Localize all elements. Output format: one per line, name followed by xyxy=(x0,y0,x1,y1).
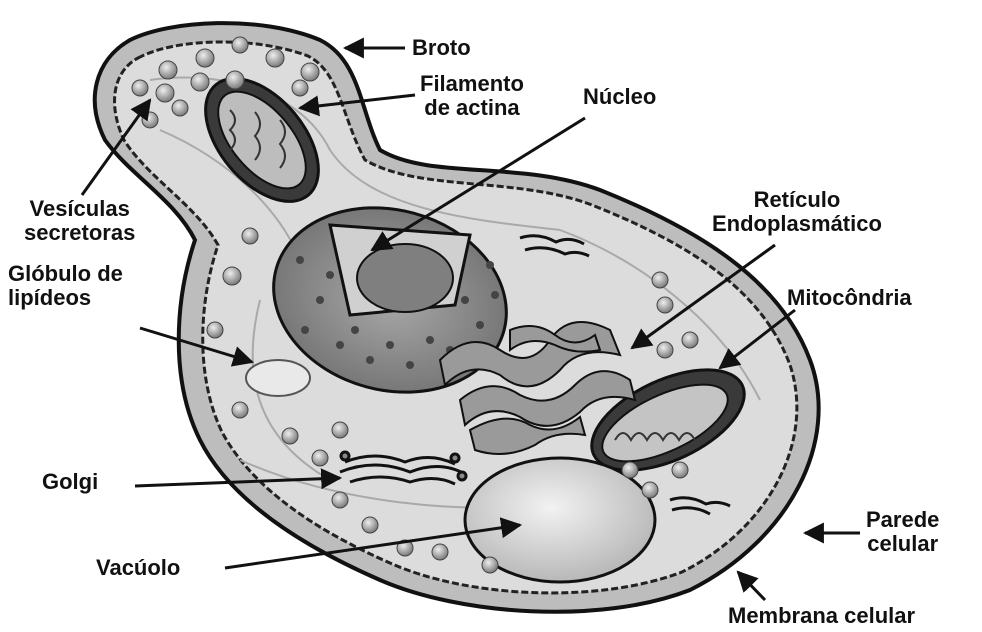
label-filamento-de-actina: Filamento de actina xyxy=(420,72,524,120)
label-nucleo: Núcleo xyxy=(583,85,656,109)
label-parede-celular: Parede celular xyxy=(866,508,939,556)
label-golgi: Golgi xyxy=(42,470,98,494)
label-vacuolo: Vacúolo xyxy=(96,556,180,580)
arrow-membrana xyxy=(738,572,765,600)
label-reticulo-endoplasmatico: Retículo Endoplasmático xyxy=(712,188,882,236)
label-mitocondria: Mitocôndria xyxy=(787,286,912,310)
label-membrana-celular: Membrana celular xyxy=(728,604,915,628)
label-vesiculas-secretoras: Vesículas secretoras xyxy=(24,197,135,245)
label-broto: Broto xyxy=(412,36,471,60)
lipid-globule xyxy=(246,360,310,396)
label-globulo-de-lipideos: Glóbulo de lipídeos xyxy=(8,262,123,310)
